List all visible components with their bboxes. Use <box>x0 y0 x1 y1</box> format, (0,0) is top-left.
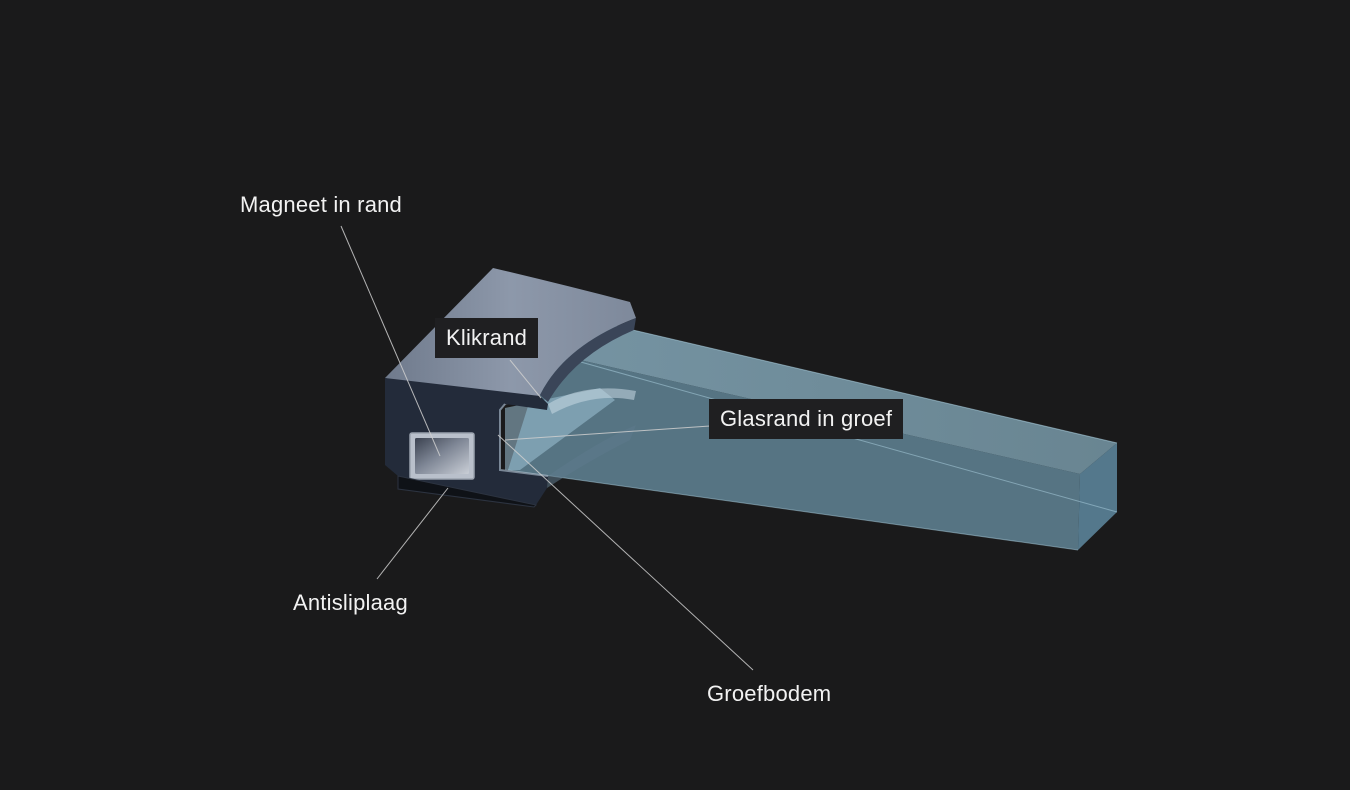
leader-anti-slip <box>376 487 449 580</box>
callout-click-edge: Klikrand <box>435 318 539 358</box>
leader-glass-edge <box>504 425 711 441</box>
glass-end-face <box>1078 443 1117 550</box>
glass-top-face <box>545 320 1117 474</box>
callout-anti-slip: Antisliplaag <box>293 590 408 615</box>
glass-front-face <box>508 352 1080 550</box>
leader-groove-bottom <box>497 434 754 671</box>
glass-in-groove <box>505 388 615 470</box>
callout-glass-edge: Glasrand in groef <box>709 399 904 439</box>
leader-click-edge <box>509 359 542 399</box>
callout-magnet: Magneet in rand <box>240 192 402 217</box>
leader-lines <box>340 225 754 671</box>
anti-slip-layer <box>397 475 538 508</box>
callout-groove-bottom: Groefbodem <box>707 681 832 706</box>
leader-magnet <box>340 225 441 457</box>
